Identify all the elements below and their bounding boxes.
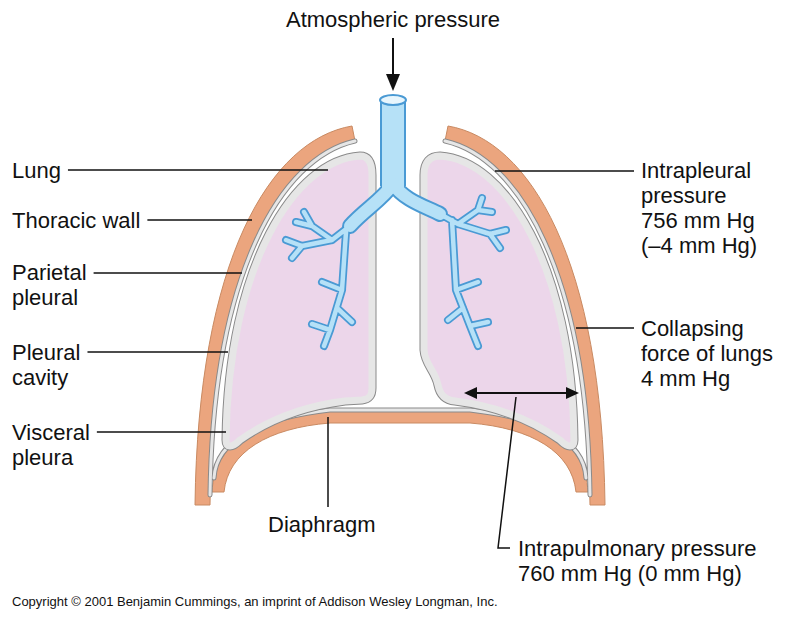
leader-line [87, 351, 228, 353]
copyright-notice: Copyright © 2001 Benjamin Cummings, an i… [12, 594, 792, 610]
bronchus [350, 184, 440, 226]
pressure-label: Intrapulmonary pressure 760 mm Hg (0 mm … [518, 536, 768, 586]
part-label: Thoracic wall [12, 208, 152, 233]
arrow-head [464, 387, 477, 399]
trachea [382, 100, 404, 188]
parietal-pleura-dark [210, 141, 590, 495]
bronchial-tree-edge [286, 198, 506, 346]
leader-lines [68, 170, 634, 548]
visceral-pleura-edge [226, 156, 372, 446]
arrow-head [566, 387, 579, 399]
left-lung [226, 156, 372, 446]
arrow-shaft [392, 38, 394, 78]
leader-line [94, 272, 242, 274]
part-label: Lung [12, 158, 72, 183]
leader-line [68, 169, 328, 171]
arrow-shaft [474, 392, 570, 394]
collapsing-force-arrow [464, 387, 579, 399]
leader-line [495, 170, 634, 172]
part-label: Diaphragm [268, 512, 398, 537]
bronchus-edge [350, 184, 440, 226]
leader-line [147, 219, 252, 221]
parietal-pleura-light [210, 141, 590, 495]
pressure-label: Collapsing force of lungs 4 mm Hg [641, 316, 781, 391]
airways [286, 95, 506, 346]
leader-line [327, 417, 329, 507]
part-label: Pleural cavity [12, 340, 112, 390]
leader-line [97, 431, 226, 433]
lungs [226, 156, 574, 446]
arrow-head [386, 74, 400, 91]
pressure-label: Intrapleural pressure 756 mm Hg (–4 mm H… [641, 158, 763, 258]
right-lung [424, 156, 574, 446]
trachea-opening [380, 95, 406, 105]
parietal-pleura [210, 141, 590, 495]
pressure-label: Atmospheric pressure [243, 7, 543, 32]
leader-line [498, 397, 516, 548]
atmospheric-arrow [386, 38, 400, 91]
visceral-pleura-edge [424, 156, 574, 446]
bronchial-tree [286, 198, 506, 346]
leader-line [576, 327, 634, 329]
part-label: Parietal pleural [12, 260, 112, 310]
part-label: Visceral pleura [12, 420, 112, 470]
